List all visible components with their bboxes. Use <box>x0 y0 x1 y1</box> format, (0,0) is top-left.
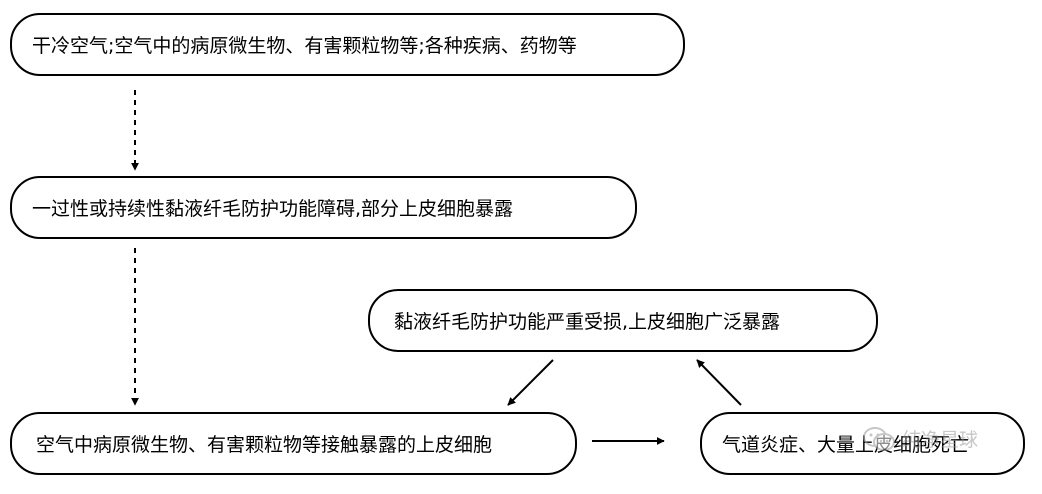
watermark: 纯净星球 <box>862 425 978 452</box>
node-cell-contact-label: 空气中病原微生物、有害颗粒物等接触暴露的上皮细胞 <box>36 434 493 456</box>
node-severe-damage-label: 黏液纤毛防护功能严重受损,上皮细胞广泛暴露 <box>394 311 781 333</box>
watermark-text: 纯净星球 <box>902 429 979 451</box>
node-inflammation: 气道炎症、大量上皮细胞死亡 <box>700 412 1025 475</box>
node-exposure-factors-label: 干冷空气;空气中的病原微生物、有害颗粒物等;各种疾病、药物等 <box>32 35 577 57</box>
node-severe-damage: 黏液纤毛防护功能严重受损,上皮细胞广泛暴露 <box>368 289 878 352</box>
arrow-inflammation-to-severe-damage <box>696 359 742 406</box>
arrow-severe-damage-to-contact <box>507 359 554 406</box>
node-inflammation-label: 气道炎症、大量上皮细胞死亡 <box>722 434 970 456</box>
node-exposure-factors: 干冷空气;空气中的病原微生物、有害颗粒物等;各种疾病、药物等 <box>10 13 685 76</box>
wechat-icon <box>862 426 896 452</box>
node-transient-dysfunction-label: 一过性或持续性黏液纤毛防护功能障碍,部分上皮细胞暴露 <box>32 198 514 220</box>
node-transient-dysfunction: 一过性或持续性黏液纤毛防护功能障碍,部分上皮细胞暴露 <box>10 176 637 239</box>
node-cell-contact: 空气中病原微生物、有害颗粒物等接触暴露的上皮细胞 <box>10 412 577 475</box>
